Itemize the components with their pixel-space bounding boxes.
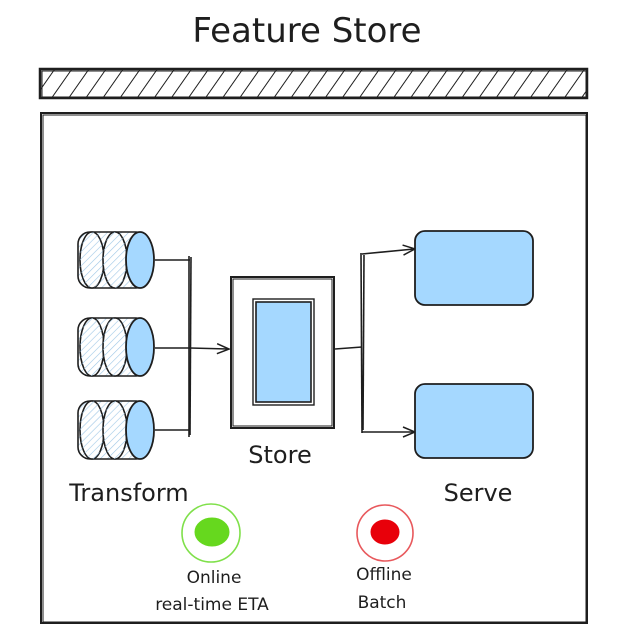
transform-disk-stack-1 [77, 231, 155, 289]
label-serve: Serve [444, 479, 513, 507]
store-box [230, 276, 335, 429]
main-frame [40, 112, 588, 624]
transform-connectors [155, 256, 192, 437]
diagram-title: Feature Store [192, 11, 421, 51]
legend-offline-sublabel: Batch [358, 593, 407, 613]
legend-online: Online real-time ETA [155, 503, 269, 615]
legend-online-label: Online [187, 568, 242, 588]
offline-indicator-icon [370, 519, 400, 545]
arrow-transform-to-store [189, 348, 228, 349]
online-indicator-icon [194, 517, 230, 547]
label-store: Store [248, 441, 311, 469]
serve-box-bottom [414, 383, 534, 459]
label-transform: Transform [68, 479, 188, 507]
legend-offline-label: Offline [356, 565, 412, 585]
hatched-roof-bar [38, 67, 589, 100]
serve-box-top [414, 230, 534, 306]
serve-connectors [334, 252, 365, 434]
legend-online-sublabel: real-time ETA [155, 595, 269, 615]
transform-disk-stack-2 [77, 317, 155, 377]
arrow-to-serve-top [361, 249, 414, 254]
legend-offline: Offline Batch [356, 504, 414, 613]
transform-disk-stack-3 [77, 400, 155, 460]
